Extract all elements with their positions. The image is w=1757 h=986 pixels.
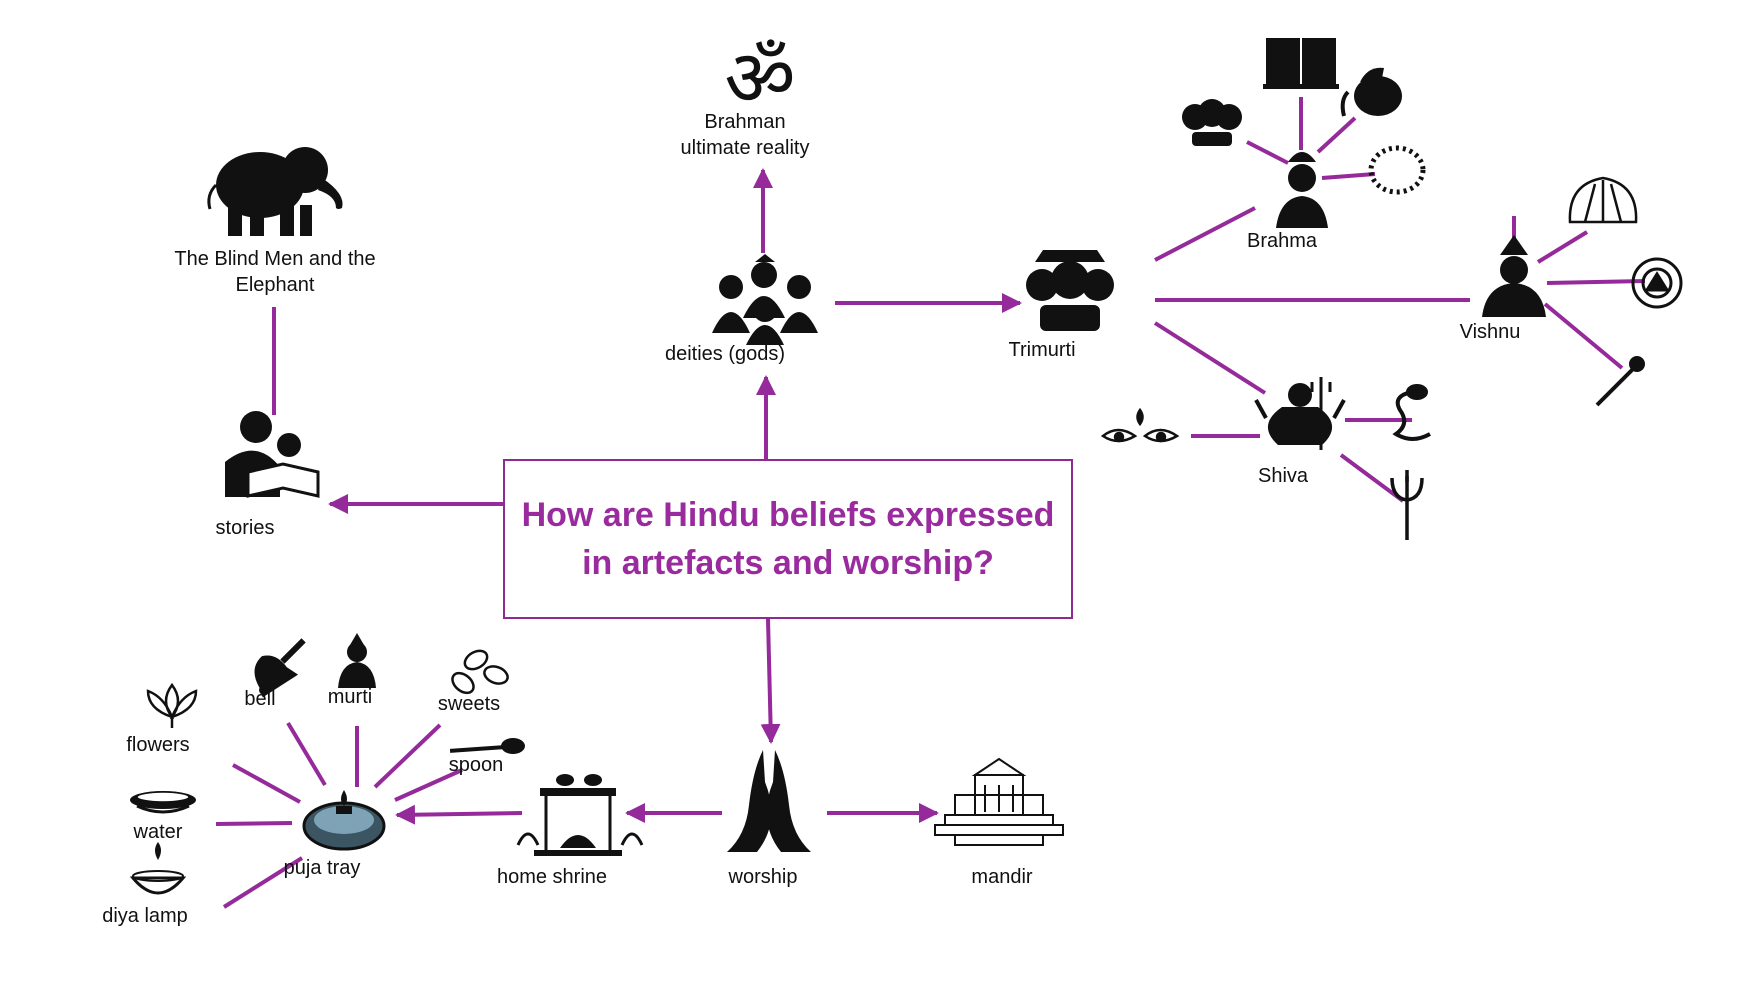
- om-icon: ॐ: [724, 34, 795, 124]
- puja-tray-icon: [302, 790, 386, 851]
- home-shrine-label: home shrine: [496, 866, 608, 888]
- prayer-beads-icon: [1368, 145, 1426, 195]
- third-eye-icon: [1100, 407, 1180, 443]
- line-to-shiva: [1153, 321, 1267, 395]
- diya-lamp-label: diya lamp: [102, 905, 188, 927]
- murti-label: murti: [327, 686, 373, 708]
- brahman-label: Brahman ultimate reality: [680, 111, 810, 159]
- sweets-label: sweets: [437, 693, 501, 715]
- book-icon: [1263, 38, 1339, 89]
- snake-icon: [1392, 384, 1431, 441]
- temple-icon: [934, 757, 1064, 846]
- trimurti-icon: [1026, 250, 1114, 331]
- diya-lamp-icon: [129, 842, 187, 895]
- line-brahma-beads: [1321, 172, 1376, 180]
- water-label: water: [133, 821, 183, 843]
- bell-icon: [254, 638, 306, 698]
- puja-tray-label: puja tray: [283, 857, 361, 879]
- water-pot-icon: [1340, 67, 1402, 117]
- trident-icon: [1390, 470, 1424, 540]
- line-bell: [286, 721, 327, 787]
- line-to-brahma: [1154, 206, 1256, 262]
- bell-label: bell: [244, 688, 276, 710]
- four-heads-icon: [1182, 99, 1242, 146]
- svg-text:ॐ: ॐ: [724, 34, 795, 124]
- vishnu-label: Vishnu: [1459, 321, 1521, 343]
- spoon-icon: [449, 738, 525, 754]
- line-water: [215, 821, 293, 826]
- question-box: How are Hindu beliefs expressed in artef…: [503, 459, 1073, 619]
- mandir-label: mandir: [971, 866, 1033, 888]
- stories-label: stories: [215, 517, 275, 539]
- brahma-icon: [1276, 152, 1328, 228]
- reading-icon: [225, 411, 320, 498]
- question-text: How are Hindu beliefs expressed in artef…: [521, 496, 1055, 582]
- conch-shell-icon: [1568, 176, 1638, 224]
- line-sweets: [373, 723, 442, 789]
- line-flowers: [232, 763, 301, 804]
- line-diya: [222, 856, 304, 909]
- deities-icon: [712, 254, 818, 345]
- trimurti-label: Trimurti: [1008, 339, 1076, 361]
- line-brahma-pot: [1316, 116, 1357, 154]
- elephant-icon: [207, 147, 343, 236]
- spoon-label: spoon: [448, 754, 504, 776]
- worship-label: worship: [728, 866, 798, 888]
- line-vishnu-chakra: [1546, 279, 1646, 285]
- lotus-icon: [146, 682, 198, 728]
- chakra-icon: [1631, 257, 1683, 309]
- deities-label: deities (gods): [664, 343, 786, 365]
- shiva-icon: [1254, 377, 1346, 450]
- story-label: The Blind Men and the Elephant: [174, 248, 376, 296]
- mace-icon: [1595, 356, 1645, 407]
- line-vishnu-shell: [1536, 230, 1589, 264]
- arrow-to-puja-tray: [395, 804, 523, 825]
- praying-hands-icon: [727, 750, 811, 852]
- arrow-to-worship: [760, 618, 781, 744]
- water-bowl-icon: [130, 791, 196, 814]
- line-spoon: [394, 768, 463, 802]
- shiva-label: Shiva: [1257, 465, 1309, 487]
- murti-icon: [338, 633, 376, 688]
- brahma-label: Brahma: [1246, 230, 1318, 252]
- shrine-icon: [516, 774, 644, 856]
- flowers-label: flowers: [126, 734, 190, 756]
- line-shiva-trident: [1339, 453, 1405, 503]
- line-brahma-heads: [1246, 140, 1289, 165]
- sweets-icon: [451, 649, 509, 695]
- line-vishnu-mace: [1543, 302, 1624, 370]
- vishnu-icon: [1482, 235, 1546, 317]
